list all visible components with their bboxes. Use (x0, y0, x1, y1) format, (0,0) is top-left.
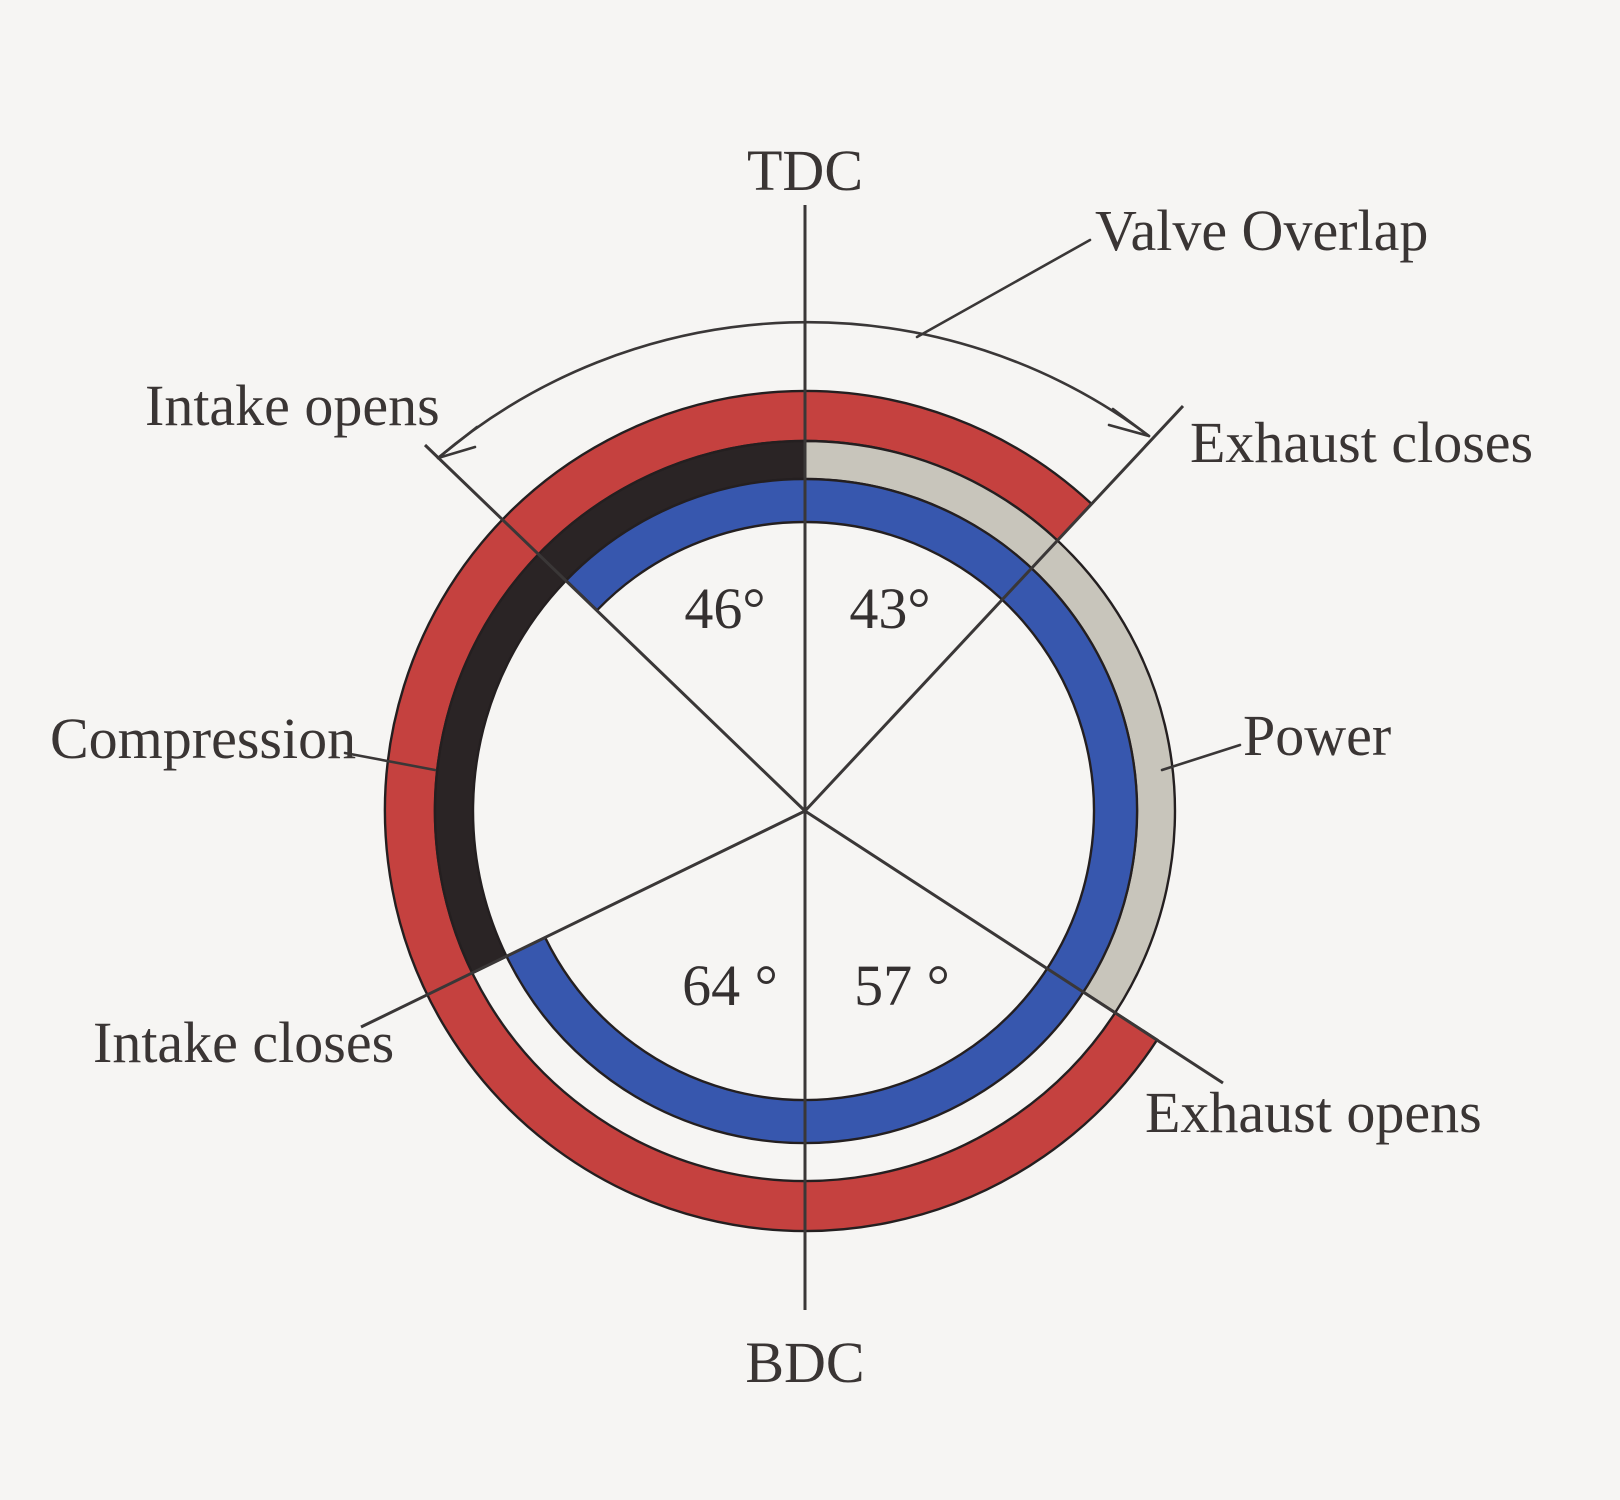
power-label: Power (1243, 703, 1391, 768)
exhaust-valve-open-ring (383, 389, 1159, 1233)
intake-valve-open-ring (504, 477, 1139, 1145)
compression-label: Compression (50, 706, 356, 771)
exhaust-closes-angle-value: 43° (849, 576, 930, 641)
labels-group: TDC BDC Valve Overlap Intake opens Exhau… (50, 138, 1533, 1395)
spokes-group (360, 205, 1224, 1310)
intake-opens-angle-value: 46° (684, 576, 765, 641)
annotation-lines-group (343, 238, 1242, 772)
intake-opens-label: Intake opens (145, 373, 440, 438)
exhaust-opens-angle-value: 57 ° (854, 953, 950, 1018)
intake-opens-line (423, 443, 807, 813)
intake-closes-label: Intake closes (93, 1010, 394, 1075)
valve-overlap-arc (436, 320, 1151, 460)
valve-overlap-label: Valve Overlap (1095, 198, 1428, 263)
valve-overlap-leader-line (915, 238, 1092, 339)
exhaust-closes-line (803, 404, 1185, 813)
intake-closes-angle-value: 64 ° (682, 953, 778, 1018)
power-leader-line (1160, 743, 1242, 772)
compression-leader-line (343, 751, 437, 772)
bdc-label: BDC (745, 1330, 864, 1395)
tdc-label: TDC (747, 138, 863, 203)
arrowhead-right-icon (1107, 407, 1151, 438)
exhaust-opens-label: Exhaust opens (1145, 1080, 1482, 1145)
exhaust-closes-label: Exhaust closes (1190, 410, 1533, 475)
rings-group (383, 389, 1177, 1233)
intake-closes-line (360, 809, 806, 1029)
arrowhead-left-icon (436, 425, 479, 460)
exhaust-opens-line (804, 809, 1224, 1085)
